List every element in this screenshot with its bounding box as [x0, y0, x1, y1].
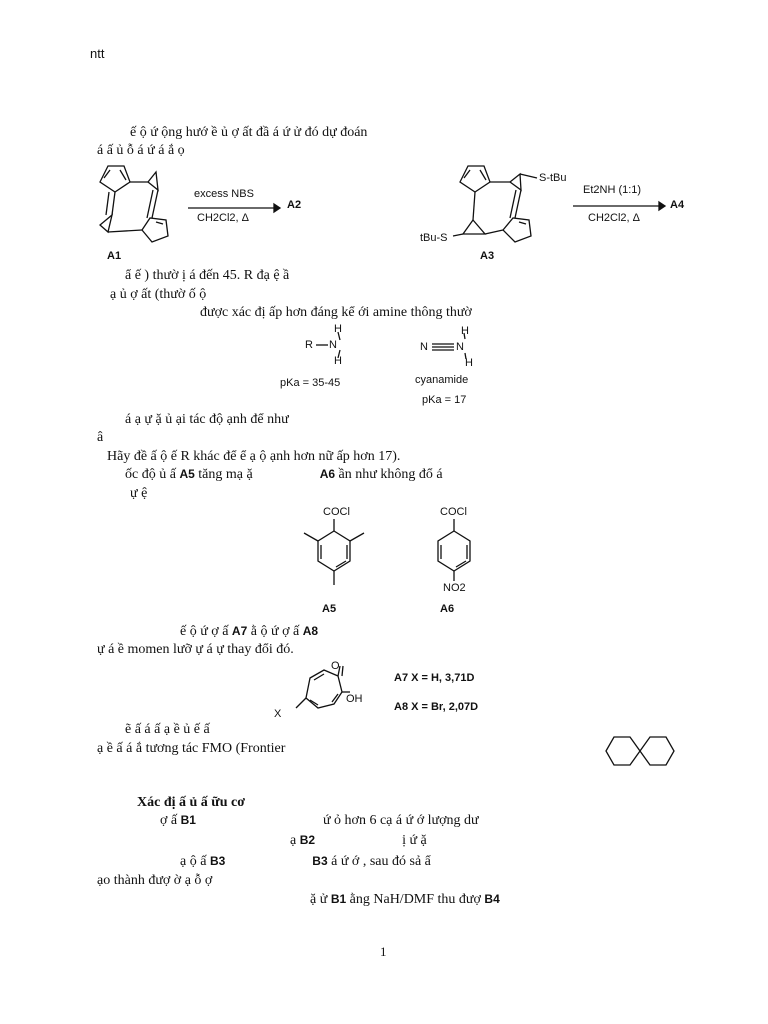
solvent-label: CH2Cl2, Δ	[588, 212, 640, 224]
text-line: ạ ề ấ á ắ tương tác FMO (Frontier	[97, 741, 286, 756]
cyanamide-n-label: N	[456, 341, 464, 353]
tropolone-oh-label: OH	[346, 693, 363, 705]
amine-n-label: N	[329, 339, 337, 351]
reaction-arrow	[573, 200, 667, 212]
amine-h-label: H	[334, 355, 342, 367]
reagent-label: Et2NH (1:1)	[583, 184, 642, 196]
molecule-a5	[303, 519, 365, 585]
reagent-label: excess NBS	[194, 188, 254, 200]
solvent-label: CH2Cl2, Δ	[197, 212, 249, 224]
cyanamide-n-label: N	[420, 341, 428, 353]
reaction-arrow	[188, 202, 282, 214]
compound-label-a4: A4	[670, 199, 685, 211]
page-header: ntt	[90, 46, 105, 61]
text-line: được xác đị ấp hơn đáng kể ới amine thôn…	[200, 305, 472, 320]
text-line: ặ ử B1 ằng NaH/DMF thu đượ B4	[310, 892, 500, 907]
molecule-a1	[98, 165, 169, 243]
text-line: Hãy đề ấ ộ ế R khác để ể ạ ộ ạnh hơn nữ …	[107, 449, 401, 464]
compound-label-a2: A2	[287, 199, 302, 211]
cyanamide-h-label: H	[461, 325, 469, 337]
text-line: â	[97, 430, 104, 445]
text-line: ự á ề momen lưỡ ự á ự thay đổi đó.	[97, 642, 294, 657]
molecule-tropolone	[295, 665, 350, 709]
text-line: ợ ấ B1 ứ ỏ hơn 6 cạ á ứ ớ lượng dư	[160, 813, 479, 828]
compound-label-a6: A6	[440, 603, 455, 615]
page-number: 1	[380, 944, 387, 959]
text-line: ốc độ ủ ấ A5 tăng mạ ặ A6 ần như không đ…	[125, 467, 443, 482]
tropolone-o-label: O	[331, 660, 340, 672]
compound-a8-dipole: A8 X = Br, 2,07D	[394, 701, 479, 713]
molecule-a6	[437, 519, 471, 581]
cyanamide-pka-label: pKa = 17	[422, 394, 467, 406]
amine-r-label: R	[305, 339, 313, 351]
text-line: ự ệ	[130, 486, 148, 501]
cocl-label: COCl	[440, 506, 467, 518]
compound-label-a1: A1	[107, 250, 122, 262]
tropolone-x-label: X	[274, 708, 282, 720]
text-line: á ạ ự ặ ủ ại tác độ ạnh để như	[125, 412, 289, 427]
text-line: ẽ ấ á ấ ạ ề ủ ế ấ	[125, 722, 210, 737]
text-line: ẩ ế ) thườ ị á đến 45. R đạ ệ ầ	[125, 268, 290, 283]
text-line: ế ộ ứ ộng hướ ề ủ ợ ất đầ á ứ ử đó dự đo…	[130, 125, 368, 140]
cyanamide-structure	[432, 332, 467, 360]
text-line: ạo thành đượ ờ ạ ỗ ợ	[97, 873, 213, 888]
amine-structure	[316, 331, 341, 359]
amine-pka-label: pKa = 35-45	[280, 377, 341, 389]
molecule-spiroketal	[605, 736, 675, 766]
text-line: ạ B2 ị ứ ặ	[290, 833, 427, 848]
cyanamide-h-label: H	[465, 357, 473, 369]
text-line: ạ ộ ấ B3 B3 á ứ ớ , sau đó sả ẩ	[180, 854, 431, 869]
substituent-label: tBu-S	[420, 232, 448, 244]
compound-a7-dipole: A7 X = H, 3,71D	[394, 672, 475, 684]
text-line: á ấ ủ ỗ á ứ á ắ ọ	[97, 143, 185, 158]
compound-label-a3: A3	[480, 250, 495, 262]
text-line: ạ ủ ợ ất (thườ ố ộ	[110, 287, 207, 302]
compound-label-a5: A5	[322, 603, 337, 615]
no2-label: NO2	[443, 582, 466, 594]
text-line: ế ộ ứ ợ ấ A7 ằ ộ ứ ợ ấ A8	[180, 624, 319, 639]
molecule-a3	[452, 165, 538, 243]
cyanamide-name: cyanamide	[415, 374, 469, 386]
substituent-label: S-tBu	[539, 172, 567, 184]
section-title: Xác đị ấ ủ ấ ữu cơ	[137, 795, 245, 810]
cocl-label: COCl	[323, 506, 350, 518]
amine-h-label: H	[334, 323, 342, 335]
